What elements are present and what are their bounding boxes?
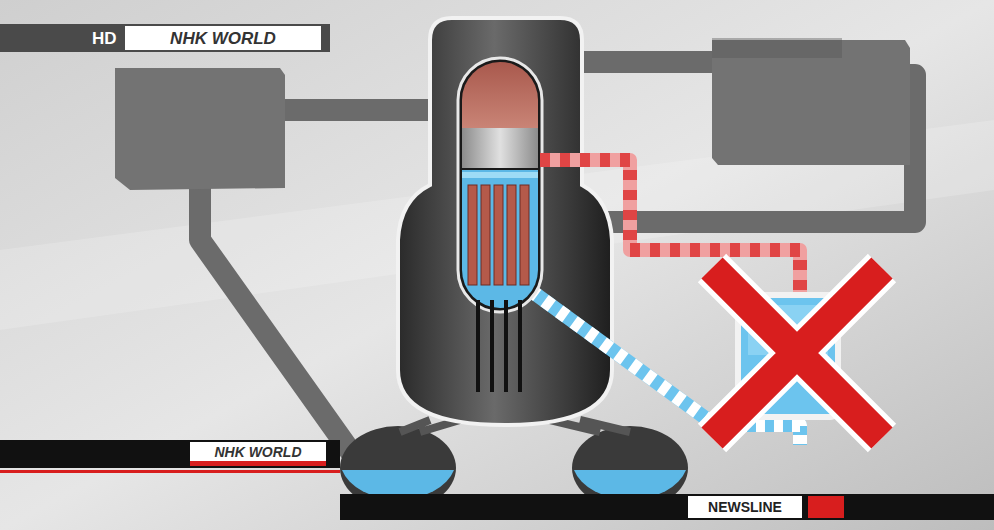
reactor-pressure-vessel bbox=[462, 128, 538, 168]
fuel-rods bbox=[468, 185, 529, 285]
bottom-left-bar bbox=[190, 442, 326, 466]
fuel-rods bbox=[520, 185, 529, 285]
cross-mark bbox=[712, 268, 882, 438]
channel-logo: NHK WORLD bbox=[170, 30, 276, 47]
control-rods bbox=[478, 300, 520, 392]
control-rods bbox=[504, 300, 508, 392]
program-logo: NEWSLINE bbox=[708, 500, 782, 514]
reactor-pressure-vessel bbox=[462, 170, 538, 308]
containment-vessel bbox=[398, 18, 612, 425]
reactor-pressure-vessel bbox=[458, 58, 542, 312]
equipment-blocks bbox=[712, 40, 910, 165]
top-logo-bar bbox=[0, 24, 330, 52]
fuel-rods bbox=[494, 185, 503, 285]
bottom-left-bar bbox=[0, 440, 340, 468]
containment-vessel bbox=[398, 18, 612, 425]
bottom-right-bar bbox=[808, 496, 844, 518]
control-rods bbox=[518, 300, 522, 392]
top-right-caption bbox=[712, 38, 842, 58]
dashed-pipe-red bbox=[540, 160, 800, 292]
pipes bbox=[280, 99, 440, 121]
top-logo-bar bbox=[125, 26, 321, 50]
channel-logo: NHK WORLD bbox=[214, 445, 301, 459]
bottom-left-bar bbox=[0, 470, 340, 473]
cross-mark bbox=[712, 268, 882, 438]
top-right-caption bbox=[712, 38, 842, 58]
control-rods bbox=[490, 300, 494, 392]
hd-badge: HD bbox=[92, 30, 117, 47]
dashed-pipe-red bbox=[540, 160, 800, 292]
bottom-left-bar bbox=[0, 440, 340, 473]
fuel-rods bbox=[507, 185, 516, 285]
dashed-pipe-red bbox=[540, 160, 800, 292]
pipes bbox=[570, 51, 715, 73]
cross-mark bbox=[712, 268, 882, 438]
top-logo-bar bbox=[0, 24, 330, 52]
equipment-blocks bbox=[115, 68, 285, 190]
control-rods bbox=[476, 300, 480, 392]
reactor-pressure-vessel bbox=[462, 62, 538, 128]
bottom-right-bar bbox=[340, 494, 994, 520]
bottom-right-bar bbox=[688, 496, 802, 518]
pipes bbox=[200, 180, 360, 465]
fuel-rods bbox=[481, 185, 490, 285]
reactor-pressure-vessel bbox=[462, 172, 538, 178]
bottom-right-bar bbox=[340, 494, 994, 520]
bottom-left-bar bbox=[190, 461, 326, 466]
reactor-pressure-vessel bbox=[458, 58, 542, 312]
fuel-rods bbox=[468, 185, 477, 285]
